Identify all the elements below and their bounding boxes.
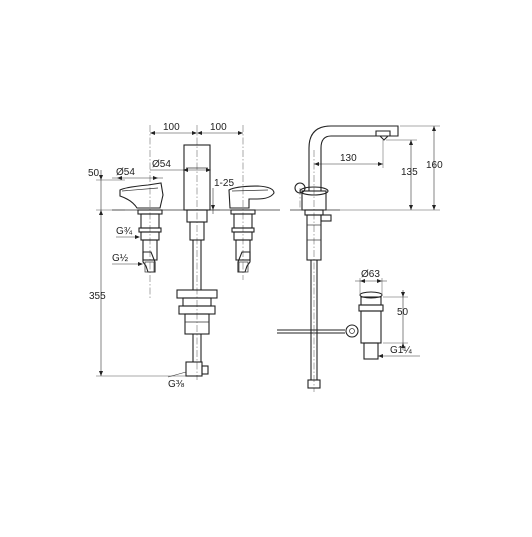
thread-g34-label: G¾ — [116, 226, 133, 237]
waste-height-label: 50 — [397, 307, 409, 318]
spout-arm — [308, 125, 399, 192]
thread-g38-label: G⅜ — [168, 379, 185, 390]
spout-diameter-dimension: Ø54 — [150, 159, 211, 172]
center-spout — [176, 144, 218, 377]
total-height-dimension: 355 — [89, 216, 190, 377]
waste-thread-callout: G1¼ — [378, 344, 420, 358]
waste-diameter-label: Ø63 — [361, 269, 380, 280]
outlet-height-label: 135 — [401, 167, 418, 178]
side-view: 130 135 160 Ø63 — [277, 125, 443, 392]
side-spout — [294, 125, 399, 211]
spout-height-dimensions: 135 160 — [328, 125, 443, 211]
waste-diameter-dimension: Ø63 — [355, 269, 387, 296]
right-handle — [228, 185, 275, 209]
thread-g34-callout: G¾ — [116, 226, 140, 239]
side-valve-body — [277, 209, 345, 389]
front-view: 100 100 Ø54 Ø54 1-25 — [88, 122, 280, 390]
thread-g12-callout: G½ — [112, 253, 143, 266]
waste-fitting — [345, 291, 384, 360]
thread-g12-label: G½ — [112, 253, 129, 264]
deck-thickness-label: 1-25 — [214, 178, 234, 189]
reach-dimension: 130 — [314, 140, 384, 168]
waste-height-dimension: 50 — [383, 290, 409, 350]
right-valve — [228, 185, 275, 273]
left-valve — [119, 182, 164, 273]
total-spout-height-label: 160 — [426, 160, 443, 171]
spacing-dimension: 100 100 — [150, 122, 243, 135]
thread-g38-callout: G⅜ — [167, 371, 187, 390]
handle-height-label: 50 — [88, 168, 100, 179]
waste-thread-label: G1¼ — [390, 344, 412, 356]
left-handle — [119, 182, 164, 209]
total-height-label: 355 — [89, 291, 106, 302]
handle-diameter-dimension: Ø54 — [112, 167, 163, 180]
reach-label: 130 — [340, 153, 357, 164]
spacing-right-label: 100 — [210, 122, 227, 133]
handle-diameter-label: Ø54 — [116, 167, 135, 178]
spout-diameter-label: Ø54 — [152, 159, 171, 170]
spacing-left-label: 100 — [163, 122, 180, 133]
